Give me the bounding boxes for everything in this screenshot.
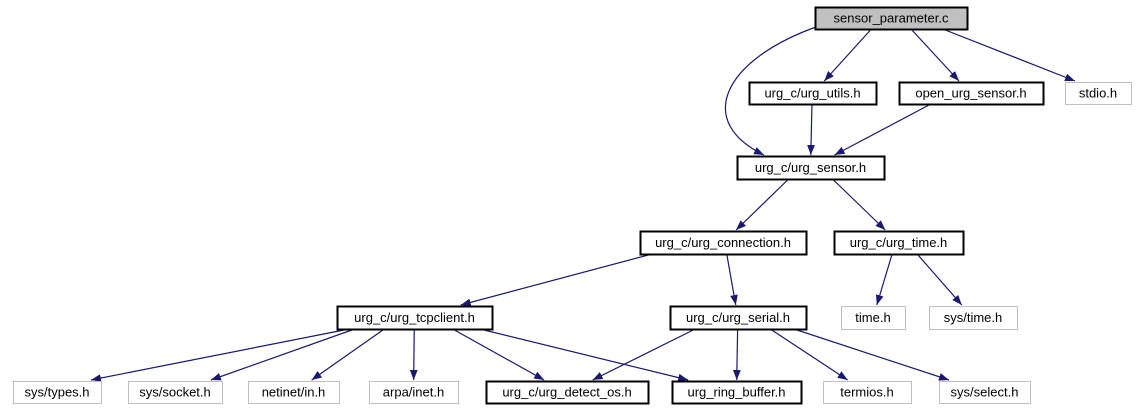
node-box-urg_connection [639,230,808,256]
node-label-sys_socket: sys/socket.h [139,385,211,400]
node-label-urg_ring_buffer: urg_ring_buffer.h [687,385,785,400]
node-box-urg_time [833,230,965,256]
node-box-netinet_in [247,380,341,405]
node-label-sys_types: sys/types.h [24,385,89,400]
node-sys_time: sys/time.h [928,305,1019,331]
node-label-urg_connection: urg_c/urg_connection.h [655,235,791,250]
node-box-urg_ring_buffer [671,380,803,405]
node-box-urg_tcpclient [336,305,494,331]
node-box-urg_sensor [736,155,886,181]
node-urg_detect_os[interactable]: urg_c/urg_detect_os.h [485,380,650,405]
edge-urg_serial-sys_select [793,328,950,381]
edge-urg_tcpclient-sys_socket [210,328,355,381]
edge-urg_connection-urg_serial [726,253,738,306]
node-box-stdio [1064,81,1133,106]
node-box-open_urg_sensor [898,81,1045,106]
edge-urg_time-time [875,253,893,306]
node-box-sys_select [938,380,1032,405]
node-label-urg_utils: urg_c/urg_utils.h [764,86,860,101]
edge-urg_utils-urg_sensor [807,103,815,156]
edge-urg_serial-urg_detect_os [592,328,696,381]
edge-urg_sensor-urg_time [832,178,886,231]
node-urg_sensor[interactable]: urg_c/urg_sensor.h [736,155,886,181]
node-arpa_inet: arpa/inet.h [368,380,460,405]
edge-urg_tcpclient-arpa_inet [409,328,418,381]
node-stdio: stdio.h [1064,81,1133,106]
node-label-open_urg_sensor: open_urg_sensor.h [915,86,1026,101]
node-time: time.h [840,305,907,331]
edge-sensor_parameter_c-stdio [942,28,1076,82]
node-box-urg_serial [669,305,808,331]
edge-urg_tcpclient-urg_detect_os [452,328,545,381]
nodes-layer: sensor_parameter.c urg_c/urg_utils.h open_… [12,6,1133,405]
node-label-arpa_inet: arpa/inet.h [383,385,444,400]
node-sys_select: sys/select.h [938,380,1032,405]
node-box-sys_types [12,380,103,405]
edges-layer [90,26,1076,382]
node-label-urg_sensor: urg_c/urg_sensor.h [755,160,866,175]
node-label-urg_detect_os: urg_c/urg_detect_os.h [502,385,631,400]
node-urg_ring_buffer[interactable]: urg_ring_buffer.h [671,380,803,405]
node-box-urg_detect_os [485,380,650,405]
node-urg_tcpclient[interactable]: urg_c/urg_tcpclient.h [336,305,494,331]
node-label-time: time.h [855,310,890,325]
node-box-sys_socket [127,380,224,405]
node-label-urg_tcpclient: urg_c/urg_tcpclient.h [354,310,475,325]
edge-sensor_parameter_c-open_urg_sensor [910,28,960,82]
node-box-urg_utils [748,81,878,106]
node-urg_serial[interactable]: urg_c/urg_serial.h [669,305,808,331]
node-urg_connection[interactable]: urg_c/urg_connection.h [639,230,808,256]
edge-urg_connection-urg_tcpclient [460,253,653,307]
node-box-sensor_parameter_c [814,6,969,31]
node-sensor_parameter_c: sensor_parameter.c [814,6,969,31]
node-netinet_in: netinet/in.h [247,380,341,405]
edge-urg_serial-urg_ring_buffer [733,328,741,381]
node-termios: termios.h [822,380,913,405]
edge-sensor_parameter_c-urg_sensor [724,26,817,156]
edge-urg_time-sys_time [916,253,963,306]
node-open_urg_sensor[interactable]: open_urg_sensor.h [898,81,1045,106]
edge-sensor_parameter_c-urg_utils [823,28,872,82]
node-urg_time[interactable]: urg_c/urg_time.h [833,230,965,256]
node-sys_types: sys/types.h [12,380,103,405]
edge-open_urg_sensor-urg_sensor [834,103,932,156]
node-label-sys_select: sys/select.h [951,385,1019,400]
edge-urg_tcpclient-sys_types [90,328,350,382]
node-box-arpa_inet [368,380,460,405]
node-label-sys_time: sys/time.h [944,310,1003,325]
node-box-sys_time [928,305,1019,331]
edge-urg_serial-termios [769,328,848,381]
node-label-urg_time: urg_c/urg_time.h [850,235,948,250]
node-label-stdio: stdio.h [1079,86,1117,101]
node-label-netinet_in: netinet/in.h [262,385,326,400]
node-label-urg_serial: urg_c/urg_serial.h [686,310,790,325]
node-sys_socket: sys/socket.h [127,380,224,405]
node-label-sensor_parameter_c: sensor_parameter.c [834,11,949,26]
node-box-termios [822,380,913,405]
node-urg_utils[interactable]: urg_c/urg_utils.h [748,81,878,106]
edge-urg_tcpclient-netinet_in [311,328,385,381]
edge-urg_tcpclient-urg_ring_buffer [479,328,689,382]
node-box-time [840,305,907,331]
edge-urg_sensor-urg_connection [735,178,790,231]
node-label-termios: termios.h [840,385,893,400]
